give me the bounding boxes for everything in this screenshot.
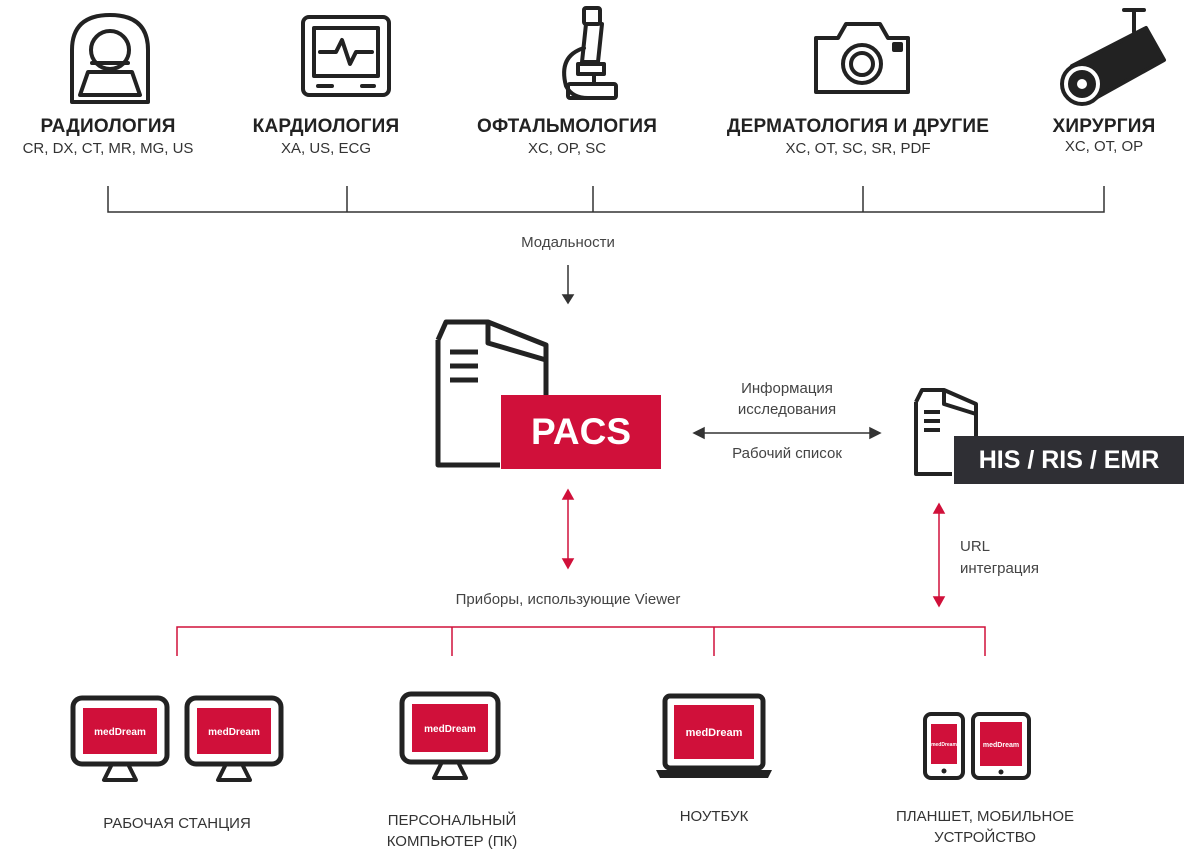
his-server-icon [914, 388, 978, 476]
modality-codes: XA, US, ECG [280, 140, 372, 157]
ct-scanner-icon [70, 13, 150, 104]
modality-title: РАДИОЛОГИЯ [40, 116, 176, 137]
his-label: HIS / RIS / EMR [978, 445, 1160, 474]
camera-icon [814, 22, 910, 94]
tablet-phone-icon [923, 712, 1031, 780]
url-line1: URL [960, 538, 991, 555]
modality-codes: CR, DX, CT, MR, MG, US [22, 140, 194, 157]
brand-logo-text: medDream [424, 724, 476, 735]
modalities-label: Модальности [521, 234, 615, 251]
device-label-line1: НОУТБУК [679, 808, 749, 825]
device-label-line1: ПЛАНШЕТ, МОБИЛЬНОЕ [895, 808, 1075, 825]
device-label-line2: КОМПЬЮТЕР (ПК) [386, 833, 518, 850]
modality-codes: XC, OT, SC, SR, PDF [785, 140, 931, 157]
modality-title: ОФТАЛЬМОЛОГИЯ [476, 116, 658, 137]
pacs-his-arrow [692, 426, 882, 440]
heart-monitor-icon [301, 15, 391, 97]
laptop-icon [656, 693, 772, 778]
modality-title: КАРДИОЛОГИЯ [252, 116, 400, 137]
worklist-label: Рабочий список [732, 445, 842, 462]
device-label-line1: ПЕРСОНАЛЬНЫЙ [387, 812, 517, 829]
pacs-viewer-arrow [561, 488, 575, 570]
pc-monitor-icon [399, 691, 501, 780]
brand-logo-text: medDream [94, 727, 146, 738]
brand-texts: medDream medDream medDream medDream medDream… [94, 724, 1019, 749]
surgical-camera-icon [1060, 8, 1166, 106]
his-ris-emr-box[interactable]: HIS / RIS / EMR [954, 436, 1184, 484]
pacs-label: PACS [530, 411, 632, 452]
modalities-arrow [561, 265, 575, 305]
study-info-line2: исследования [737, 401, 837, 418]
brand-logo-text: medDream [208, 727, 260, 738]
microscope-icon [562, 6, 618, 100]
viewer-devices-label: Приборы, использующие Viewer [455, 591, 681, 608]
brand-logo-text: medDream [983, 742, 1019, 749]
workstation-monitors-icon [70, 695, 284, 782]
brand-logo-text: medDream [931, 742, 957, 748]
url-line2: интеграция [960, 560, 1039, 577]
study-info-line1: Информация [741, 380, 833, 397]
pacs-box[interactable]: PACS [501, 395, 661, 469]
devices-bracket [176, 626, 986, 656]
his-url-arrow [932, 502, 946, 608]
modality-title: ДЕРМАТОЛОГИЯ И ДРУГИЕ [726, 116, 990, 137]
pacs-server-icon [435, 319, 549, 468]
brand-logo-text: medDream [686, 727, 743, 739]
modality-title: ХИРУРГИЯ [1052, 116, 1156, 137]
modality-codes: XC, OT, OP [1064, 138, 1144, 155]
device-label-line1: РАБОЧАЯ СТАНЦИЯ [103, 815, 251, 832]
url-integration-label: URL интеграция [960, 536, 1039, 580]
device-label-line2: УСТРОЙСТВО [934, 829, 1036, 846]
modality-bracket [107, 186, 1105, 213]
modality-codes: XC, OP, SC [527, 140, 607, 157]
